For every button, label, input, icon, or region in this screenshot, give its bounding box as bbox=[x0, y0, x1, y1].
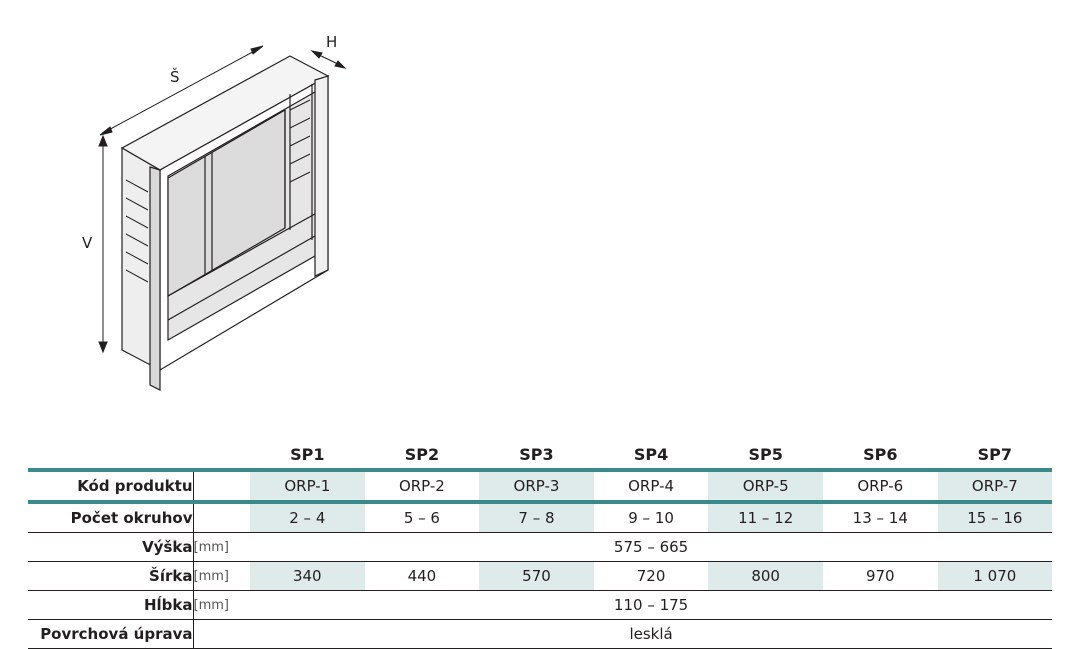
table-cell-merged: 110 – 175 bbox=[250, 590, 1053, 620]
row-unit: [mm] bbox=[193, 590, 250, 620]
table-cell: 570 bbox=[479, 561, 594, 591]
row-label: Výška bbox=[28, 532, 194, 562]
table-cell: 7 – 8 bbox=[479, 500, 594, 533]
table-row-code: Kód produktu ORP-1 ORP-2 ORP-3 ORP-4 ORP… bbox=[28, 468, 1053, 502]
cabinet-body bbox=[120, 55, 330, 391]
table-cell: 13 – 14 bbox=[822, 500, 938, 533]
table-cell: 15 – 16 bbox=[937, 500, 1053, 533]
table-cell: ORP-3 bbox=[479, 468, 594, 502]
table-cell: ORP-1 bbox=[250, 468, 365, 502]
table-cell: ORP-7 bbox=[937, 468, 1053, 502]
row-unit bbox=[193, 500, 250, 533]
table-cell: 800 bbox=[708, 561, 823, 591]
table-cell: 1 070 bbox=[937, 561, 1053, 591]
table-cell: 5 – 6 bbox=[364, 500, 480, 533]
table-cell: 9 – 10 bbox=[593, 500, 709, 533]
table-row-height: Výška [mm] 575 – 665 bbox=[28, 532, 1053, 562]
dimension-lines bbox=[98, 45, 347, 354]
table-cell: 970 bbox=[822, 561, 938, 591]
dim-label-depth: H bbox=[326, 33, 337, 51]
column-header: SP7 bbox=[977, 444, 1013, 464]
table-cell: 440 bbox=[364, 561, 480, 591]
table-row-width: Šírka [mm] 340 440 570 720 800 970 1 070 bbox=[28, 561, 1053, 591]
dim-label-width: Š bbox=[170, 67, 180, 86]
row-unit: [mm] bbox=[193, 532, 250, 562]
spec-table: SP1 SP2 SP3 SP4 SP5 SP6 SP7 Kód produktu… bbox=[28, 440, 1053, 649]
table-cell: 720 bbox=[593, 561, 709, 591]
column-header: SP1 bbox=[290, 444, 325, 464]
table-cell: ORP-6 bbox=[822, 468, 938, 502]
column-header: SP5 bbox=[748, 444, 783, 464]
row-unit bbox=[193, 468, 250, 502]
row-label: Hĺbka bbox=[28, 590, 194, 620]
table-cell: 340 bbox=[250, 561, 365, 591]
table-cell-merged: lesklá bbox=[250, 619, 1053, 649]
header-row: SP1 SP2 SP3 SP4 SP5 SP6 SP7 bbox=[28, 440, 1052, 470]
dim-label-height: V bbox=[82, 234, 93, 252]
table-cell: 11 – 12 bbox=[708, 500, 823, 533]
row-label: Šírka bbox=[28, 561, 194, 591]
table-row-depth: Hĺbka [mm] 110 – 175 bbox=[28, 590, 1053, 620]
row-label: Povrchová úprava bbox=[28, 619, 194, 649]
row-label: Počet okruhov bbox=[28, 500, 194, 533]
table-cell: ORP-5 bbox=[708, 468, 823, 502]
row-label: Kód produktu bbox=[28, 468, 194, 502]
column-header: SP2 bbox=[404, 444, 440, 464]
table-cell: 2 – 4 bbox=[250, 500, 365, 533]
column-header: SP3 bbox=[519, 444, 554, 464]
table-cell-merged: 575 – 665 bbox=[250, 532, 1053, 562]
table-cell: ORP-2 bbox=[364, 468, 480, 502]
cabinet-drawing: Š H V bbox=[82, 33, 347, 391]
table-row-finish: Povrchová úprava lesklá bbox=[28, 619, 1053, 649]
table-row-circuits: Počet okruhov 2 – 4 5 – 6 7 – 8 9 – 10 1… bbox=[28, 500, 1053, 533]
column-header: SP4 bbox=[633, 444, 669, 464]
header-empty bbox=[28, 440, 193, 470]
header-empty bbox=[193, 440, 250, 470]
row-unit bbox=[193, 619, 250, 649]
table-cell: ORP-4 bbox=[593, 468, 709, 502]
column-header: SP6 bbox=[863, 444, 898, 464]
side-slats bbox=[125, 99, 311, 283]
row-unit: [mm] bbox=[193, 561, 250, 591]
